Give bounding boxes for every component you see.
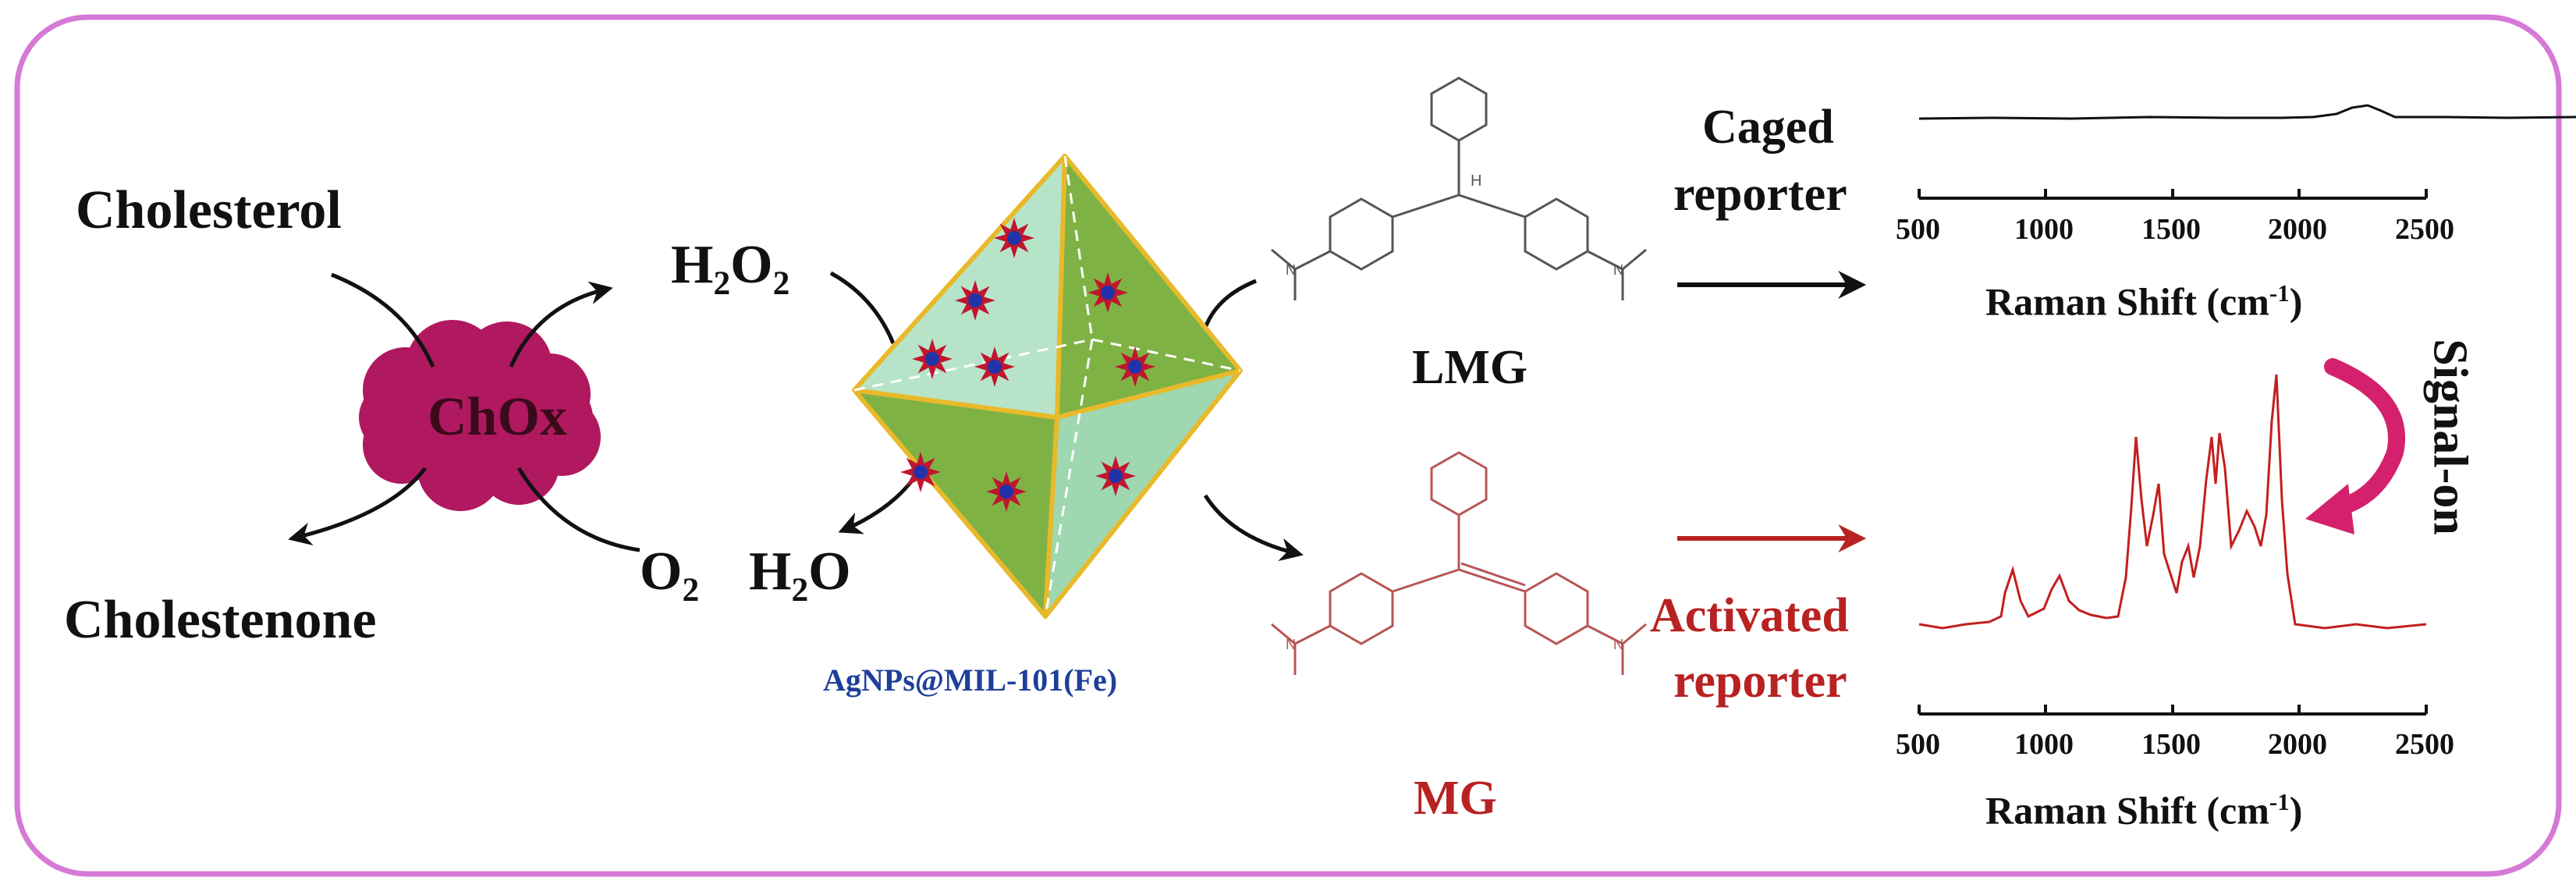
bottom-axis-title: Raman Shift (cm-1) (1985, 788, 2303, 833)
arrow-cholesterol-in (331, 272, 435, 368)
cholesterol-label: Cholesterol (76, 180, 342, 240)
silver-nanoparticle-core (999, 485, 1013, 499)
octahedron-nanozyme (852, 154, 1243, 619)
bottom-x-axis (1918, 705, 2428, 716)
h2o2-label: H2O2 (671, 235, 790, 302)
arrow-o2-in (516, 467, 640, 552)
activated-reporter-line2: reporter (1673, 655, 1847, 708)
top-axis-title: Raman Shift (cm-1) (1985, 279, 2303, 324)
arrow-nanozyme-to-mg (1203, 494, 1304, 562)
activated-reporter-line1: Activated (1650, 589, 1849, 642)
caged-reporter-line1: Caged (1702, 101, 1834, 154)
top-tick-500: 500 (1896, 213, 1940, 246)
silver-nanoparticle-core (1101, 286, 1115, 300)
top-x-axis (1918, 189, 2428, 200)
signal-on-label: Signal-on (2423, 339, 2477, 535)
o2-label: O2 (640, 542, 700, 609)
bottom-tick-1000: 1000 (2014, 728, 2074, 761)
lmg-hydrogen-atom: H (1471, 172, 1481, 190)
top-tick-1000: 1000 (2014, 213, 2074, 246)
cholestenone-label: Cholestenone (64, 590, 377, 650)
arrow-lmg-into-nanozyme (1203, 279, 1257, 329)
top-tick-1500: 1500 (2141, 213, 2201, 246)
arrow-h2o2-out (509, 281, 613, 368)
lmg-nitrogen-left: N (1286, 262, 1296, 278)
silver-nanoparticle-core (925, 352, 939, 366)
arrow-nanozyme-to-h2o (838, 467, 923, 535)
mg-nitrogen-right: N (1613, 637, 1623, 652)
caged-reporter-line2: reporter (1673, 168, 1847, 221)
silver-nanoparticle-core (968, 293, 982, 307)
arrow-h2o2-into-nanozyme (829, 271, 896, 344)
arrow-cholestenone-out (288, 467, 427, 545)
silver-nanoparticle-core (1109, 469, 1123, 483)
h2o-label: H2O (749, 542, 851, 609)
lmg-label: LMG (1412, 341, 1528, 394)
top-tick-2000: 2000 (2268, 213, 2327, 246)
bottom-tick-2500: 2500 (2395, 728, 2454, 761)
silver-nanoparticle-core (1128, 360, 1142, 374)
mg-label: MG (1414, 772, 1497, 825)
chox-enzyme-cloud (359, 320, 601, 511)
chox-label: ChOx (428, 387, 567, 447)
bottom-tick-1500: 1500 (2141, 728, 2201, 761)
silver-nanoparticle-stars (900, 218, 1155, 512)
silver-nanoparticle-core (1007, 231, 1021, 245)
bottom-tick-2000: 2000 (2268, 728, 2327, 761)
signal-on-arrowhead (2305, 484, 2354, 535)
bottom-raman-spectrum (1918, 374, 2427, 630)
bottom-tick-500: 500 (1896, 728, 1940, 761)
signal-on-curl-arrow (2324, 358, 2406, 516)
mg-structure (1271, 451, 1647, 675)
top-raman-spectrum (1918, 104, 2576, 120)
top-tick-2500: 2500 (2395, 213, 2454, 246)
nanozyme-label: AgNPs@MIL-101(Fe) (823, 662, 1118, 698)
lmg-structure (1271, 76, 1647, 300)
silver-nanoparticle-core (988, 360, 1002, 374)
mg-nitrogen-left: N (1286, 637, 1296, 652)
outer-frame (14, 14, 2562, 877)
silver-nanoparticle-core (914, 465, 928, 479)
lmg-nitrogen-right: N (1613, 262, 1623, 278)
